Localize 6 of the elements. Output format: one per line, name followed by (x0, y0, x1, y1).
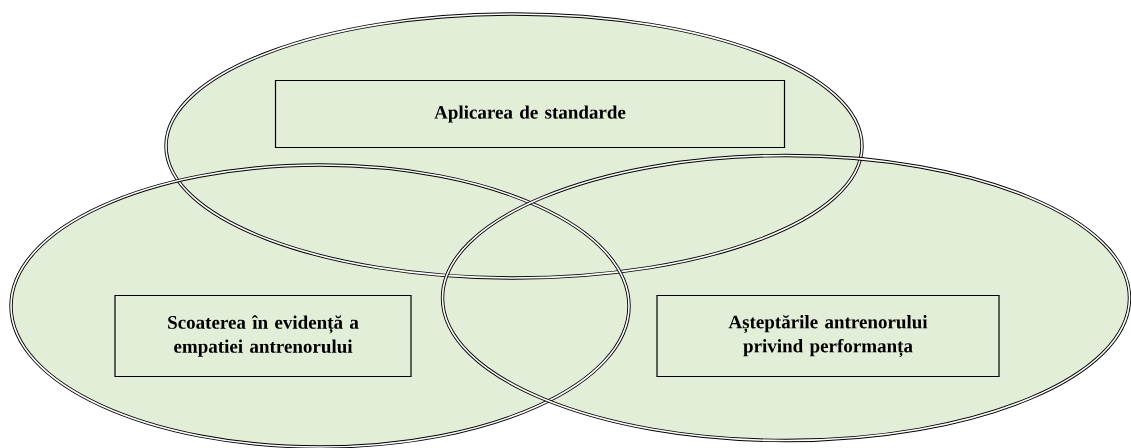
ellipse-outline (164, 12, 864, 280)
ellipse-outline (440, 153, 1131, 443)
ellipse-outline (9, 163, 631, 448)
text-box: Aplicarea de standarde (274, 79, 786, 149)
text-box: Așteptările antrenorului privind performanța (656, 294, 1000, 378)
text-box: Scoaterea în evidență a empatiei antrenorului (114, 294, 412, 378)
